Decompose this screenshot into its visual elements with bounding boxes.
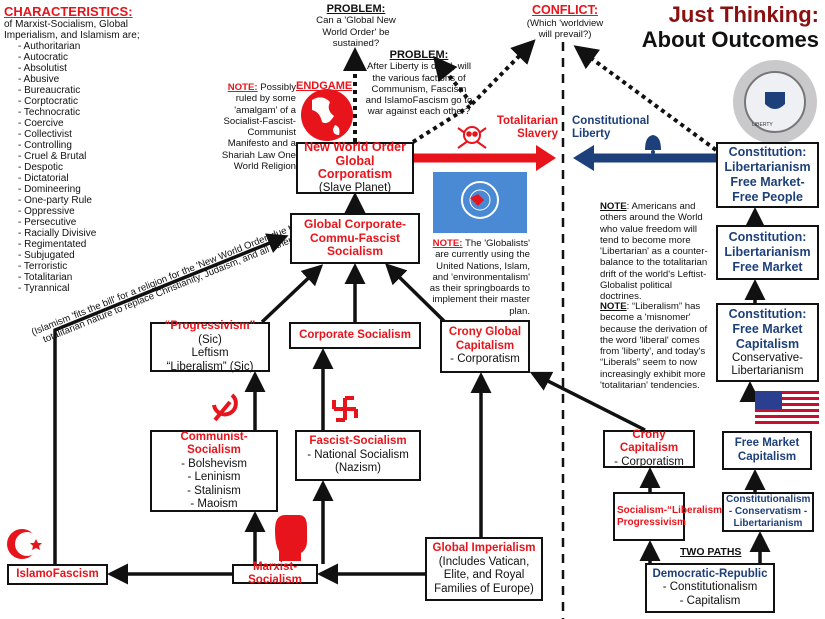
- box-corporate-socialism: Corporate Socialism: [289, 322, 421, 349]
- arrow-cronycap-cronyglobal: [529, 371, 646, 432]
- problem1: PROBLEM: Can a 'Global New World Order' …: [316, 3, 396, 49]
- problem2: PROBLEM: After Liberty is dead, will the…: [365, 49, 473, 118]
- box-crony-capitalism: Crony Capitalism - Corporatism: [603, 429, 695, 468]
- box-global-imperialism: Global Imperialism (Includes Vatican, El…: [425, 537, 543, 601]
- characteristic-item: - Racially Divisive: [18, 228, 97, 239]
- box-marxist-socialism: Marxist-Socialism: [232, 561, 318, 586]
- page-title: Just Thinking: About Outcomes: [641, 2, 819, 52]
- swastika-icon: [332, 396, 358, 422]
- characteristic-item: - Controlling: [18, 140, 72, 151]
- characteristic-item: - Regimentated: [18, 239, 87, 250]
- characteristic-item: - Cruel & Brutal: [18, 151, 87, 162]
- characteristic-item: - Dictatorial: [18, 173, 69, 184]
- box-crony-global-capitalism: Crony Global Capitalism - Corporatism: [440, 320, 530, 373]
- box-democratic-republic: Democratic-Republic - Constitutionalism …: [645, 563, 775, 613]
- characteristic-item: - Abusive: [18, 74, 60, 85]
- box-constitution-capitalism: Constitution: Free Market Capitalism Con…: [716, 303, 819, 382]
- characteristic-item: - Despotic: [18, 162, 64, 173]
- characteristic-item: - Subjugated: [18, 250, 75, 261]
- seal-icon: [733, 60, 817, 144]
- box-free-market-capitalism: Free Market Capitalism: [722, 431, 812, 470]
- characteristic-item: - Autocratic: [18, 52, 69, 63]
- characteristic-item: - One-party Rule: [18, 195, 92, 206]
- crescent-star-icon: [7, 529, 42, 559]
- characteristic-item: - Totalitarian: [18, 272, 73, 283]
- conflict-label: CONFLICT: (Which 'worldview will prevail…: [526, 3, 604, 40]
- characteristic-item: - Tyrannical: [18, 283, 70, 294]
- liberty-bell-icon: [645, 135, 661, 154]
- us-flag-icon: [755, 391, 819, 427]
- note-globalists: NOTE: The 'Globalists' are currently usi…: [429, 238, 530, 317]
- box-fascist-socialism: Fascist-Socialism - National Socialism (…: [295, 430, 421, 481]
- dotted-line-nwo-branch: [411, 104, 472, 144]
- seal-text: LIBERTY: [752, 122, 773, 128]
- box-communist-socialism: Communist-Socialism - Bolshevism - Lenin…: [150, 430, 278, 512]
- two-paths-label: TWO PATHS: [680, 546, 742, 558]
- box-islamofascism: IslamoFascism: [7, 564, 108, 585]
- note-liberalism: NOTE: “Liberalism” has become a 'misnome…: [600, 301, 708, 392]
- box-socialism-liberalism: Socialism-“Liberalism” Progressivism: [613, 492, 727, 541]
- box-new-world-order: New World Order Global Corporatism (Slav…: [296, 140, 414, 194]
- box-constitution-free-people: Constitution: Libertarianism Free Market…: [716, 142, 819, 208]
- fist-icon: [275, 515, 307, 561]
- box-global-corporate-socialism: Global Corporate-Commu-Fascist Socialism: [290, 213, 420, 264]
- globe-icon: [301, 89, 353, 141]
- hammer-sickle-icon: [212, 393, 238, 422]
- endgame-label: ENDGAME: [296, 80, 353, 92]
- constitutional-liberty-label: Constitutional Liberty: [572, 115, 650, 140]
- characteristic-item: - Technocratic: [18, 107, 81, 118]
- arrow-progressivism-globalcorp: [260, 264, 324, 324]
- un-flag-icon: [433, 172, 527, 233]
- dotted-arrow-branch-conflict: [470, 39, 536, 106]
- liberty-arrowhead: [573, 145, 594, 171]
- characteristic-item: - Terroristic: [18, 261, 68, 272]
- characteristic-item: - Bureaucratic: [18, 85, 81, 96]
- characteristic-item: - Persecutive: [18, 217, 77, 228]
- box-progressivism: “Progressivism” (Sic) Leftism “Liberalis…: [150, 320, 270, 373]
- characteristic-item: - Corptocratic: [18, 96, 79, 107]
- box-constitution-libertarianism: Constitution: Libertarianism Free Market: [716, 225, 819, 280]
- characteristic-item: - Authoritarian: [18, 41, 81, 52]
- characteristic-item: - Oppressive: [18, 206, 75, 217]
- totalitarian-arrowhead: [536, 145, 556, 171]
- totalitarian-slavery-label: Totalitarian Slavery: [496, 115, 558, 140]
- characteristics: CHARACTERISTICS: of Marxist-Socialism, G…: [4, 4, 154, 294]
- characteristic-item: - Collectivist: [18, 129, 72, 140]
- characteristic-item: - Domineering: [18, 184, 81, 195]
- characteristic-item: - Coercive: [18, 118, 64, 129]
- skull-crossbones-icon: [457, 126, 487, 149]
- note-amalgam: NOTE: Possibly ruled by some 'amalgam' o…: [221, 82, 296, 173]
- characteristic-item: - Absolutist: [18, 63, 67, 74]
- arrow-cronyglobal-globalcorp: [385, 263, 447, 324]
- dotted-arrow-branch-problem2: [432, 55, 474, 106]
- characteristics-list: - Authoritarian- Autocratic- Absolutist-…: [4, 41, 154, 294]
- arrow-islamofascism-globalcorp: [53, 233, 289, 564]
- note-americans: NOTE: Americans and others around the Wo…: [600, 201, 708, 303]
- box-constitutionalism: Constitutionalism - Conservatism - Liber…: [722, 492, 814, 532]
